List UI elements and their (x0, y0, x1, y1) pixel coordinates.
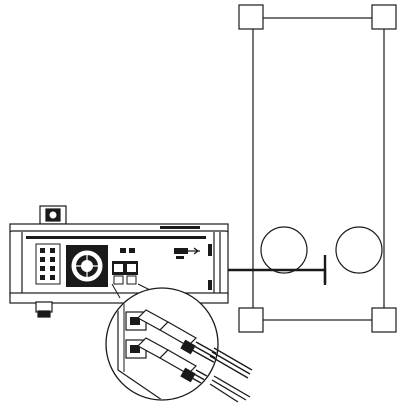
speaker-driver-left-icon (260, 226, 308, 274)
zoom-callout-circle-icon (105, 287, 219, 401)
enclosure-foot-bottom-left (238, 307, 264, 333)
enclosure-outline (252, 17, 385, 321)
cooling-fan-icon (66, 245, 108, 287)
enclosure-foot-top-left (238, 4, 264, 30)
ethernet-port-pair-icon (112, 261, 138, 285)
network-cables (209, 347, 253, 403)
enclosure-foot-bottom-right (371, 307, 397, 333)
device-rear-panel-details (26, 236, 212, 290)
usb-icon (174, 247, 200, 259)
rj45-plug-top-icon (137, 309, 217, 371)
speaker-terminal-block-icon (35, 243, 61, 285)
speaker-driver-right-icon (335, 226, 383, 274)
zoom-detail (117, 298, 217, 399)
device-top-strip (26, 236, 206, 239)
speaker-enclosure (238, 4, 397, 333)
enclosure-foot-top-right (371, 4, 397, 30)
